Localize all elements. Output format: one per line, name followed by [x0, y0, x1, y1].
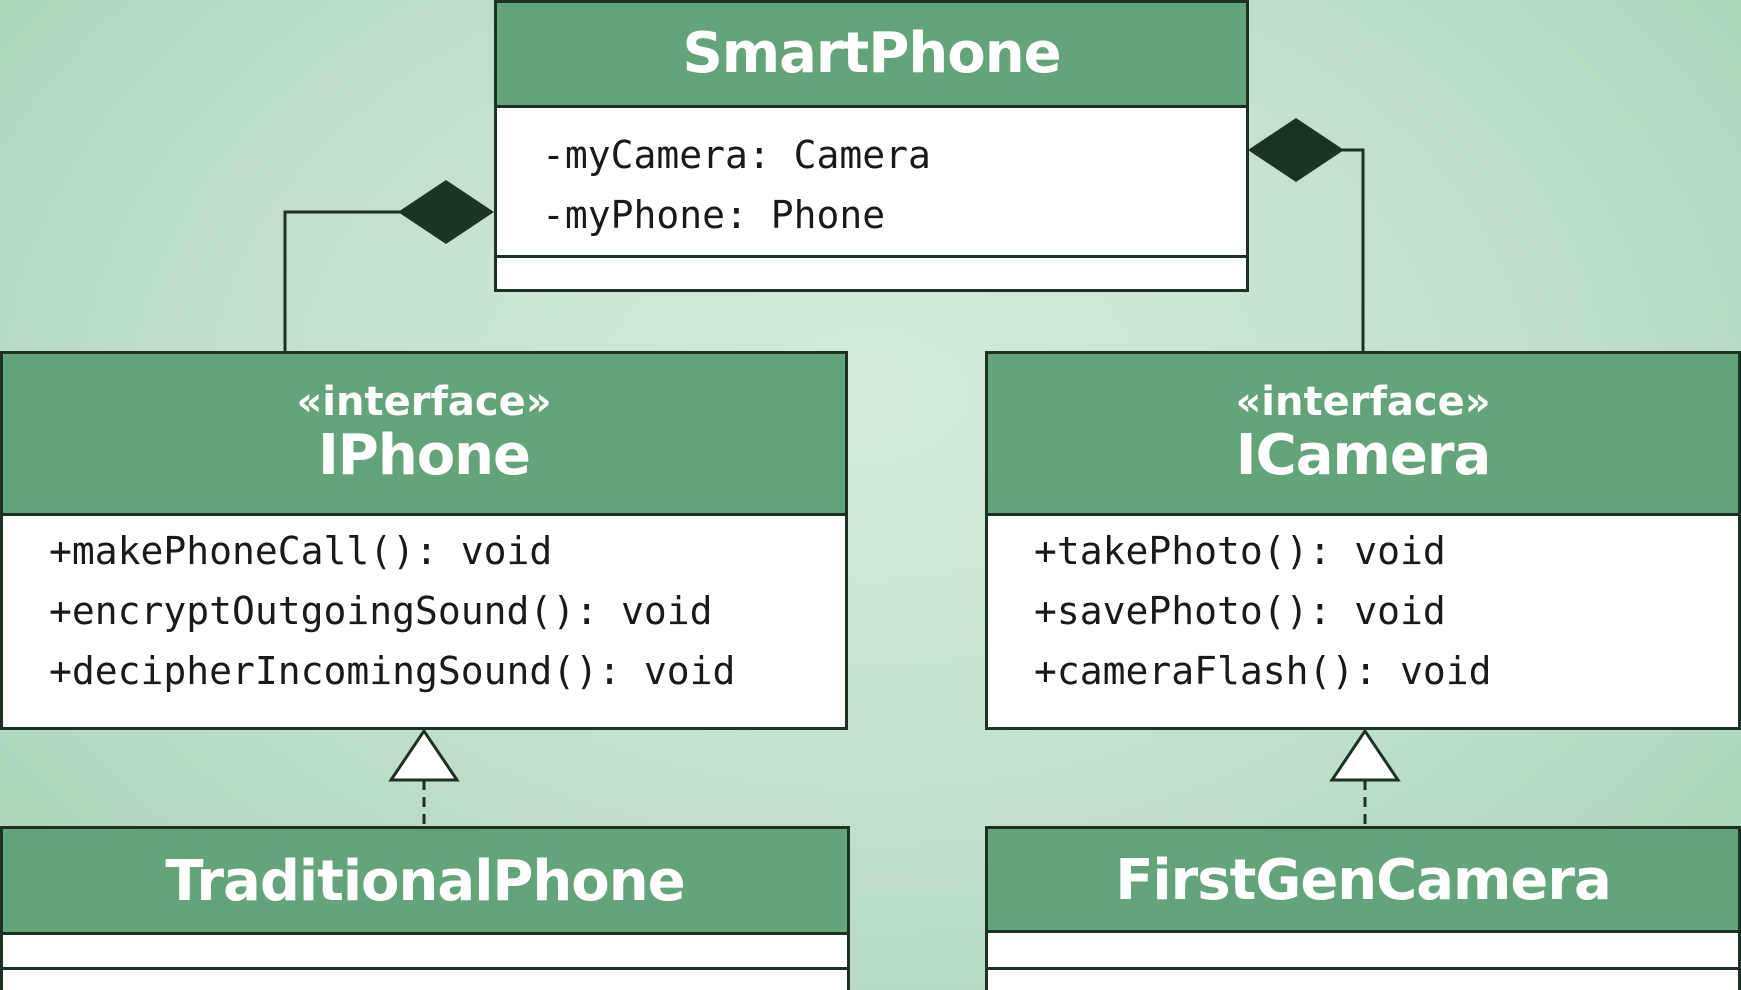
operation-row: +makePhoneCall(): void [49, 529, 553, 573]
attribute-row: -myPhone: Phone [542, 193, 886, 237]
class-header: FirstGenCamera [988, 829, 1738, 933]
realization-arrowhead-icamera [1329, 728, 1401, 782]
class-traditionalphone[interactable]: TraditionalPhone [0, 826, 850, 990]
composition-diamond-icamera [1248, 118, 1344, 182]
realization-arrowhead-iphone [388, 728, 460, 782]
class-header: SmartPhone [497, 3, 1246, 108]
composition-line-iphone [283, 210, 401, 353]
class-icamera[interactable]: «interface» ICamera +takePhoto(): void +… [985, 351, 1741, 730]
stereotype-label: «interface» [1235, 379, 1491, 425]
class-name: SmartPhone [682, 21, 1061, 86]
class-header: «interface» ICamera [988, 354, 1738, 516]
stereotype-label: «interface» [296, 379, 552, 425]
operation-row: +savePhoto(): void [1034, 589, 1446, 633]
attribute-row: -myCamera: Camera [542, 133, 931, 177]
class-name: TraditionalPhone [165, 849, 685, 914]
composition-diamond-iphone [398, 180, 494, 244]
operation-row: +cameraFlash(): void [1034, 649, 1492, 693]
attributes-compartment [3, 935, 847, 970]
class-header: «interface» IPhone [3, 354, 845, 516]
operation-row: +takePhoto(): void [1034, 529, 1446, 573]
operations-compartment: +takePhoto(): void +savePhoto(): void +c… [988, 516, 1738, 701]
class-name: ICamera [1235, 423, 1491, 488]
class-name: FirstGenCamera [1115, 848, 1612, 913]
operations-compartment: +makePhoneCall(): void +encryptOutgoingS… [3, 516, 845, 701]
operation-row: +encryptOutgoingSound(): void [49, 589, 713, 633]
class-name: IPhone [317, 423, 531, 488]
class-header: TraditionalPhone [3, 829, 847, 935]
attributes-compartment: -myCamera: Camera -myPhone: Phone [497, 108, 1246, 258]
operation-row: +decipherIncomingSound(): void [49, 649, 736, 693]
class-firstgencamera[interactable]: FirstGenCamera [985, 826, 1741, 990]
attributes-compartment [988, 933, 1738, 970]
class-iphone[interactable]: «interface» IPhone +makePhoneCall(): voi… [0, 351, 848, 730]
composition-line-icamera [1340, 148, 1365, 353]
class-smartphone[interactable]: SmartPhone -myCamera: Camera -myPhone: P… [494, 0, 1249, 292]
